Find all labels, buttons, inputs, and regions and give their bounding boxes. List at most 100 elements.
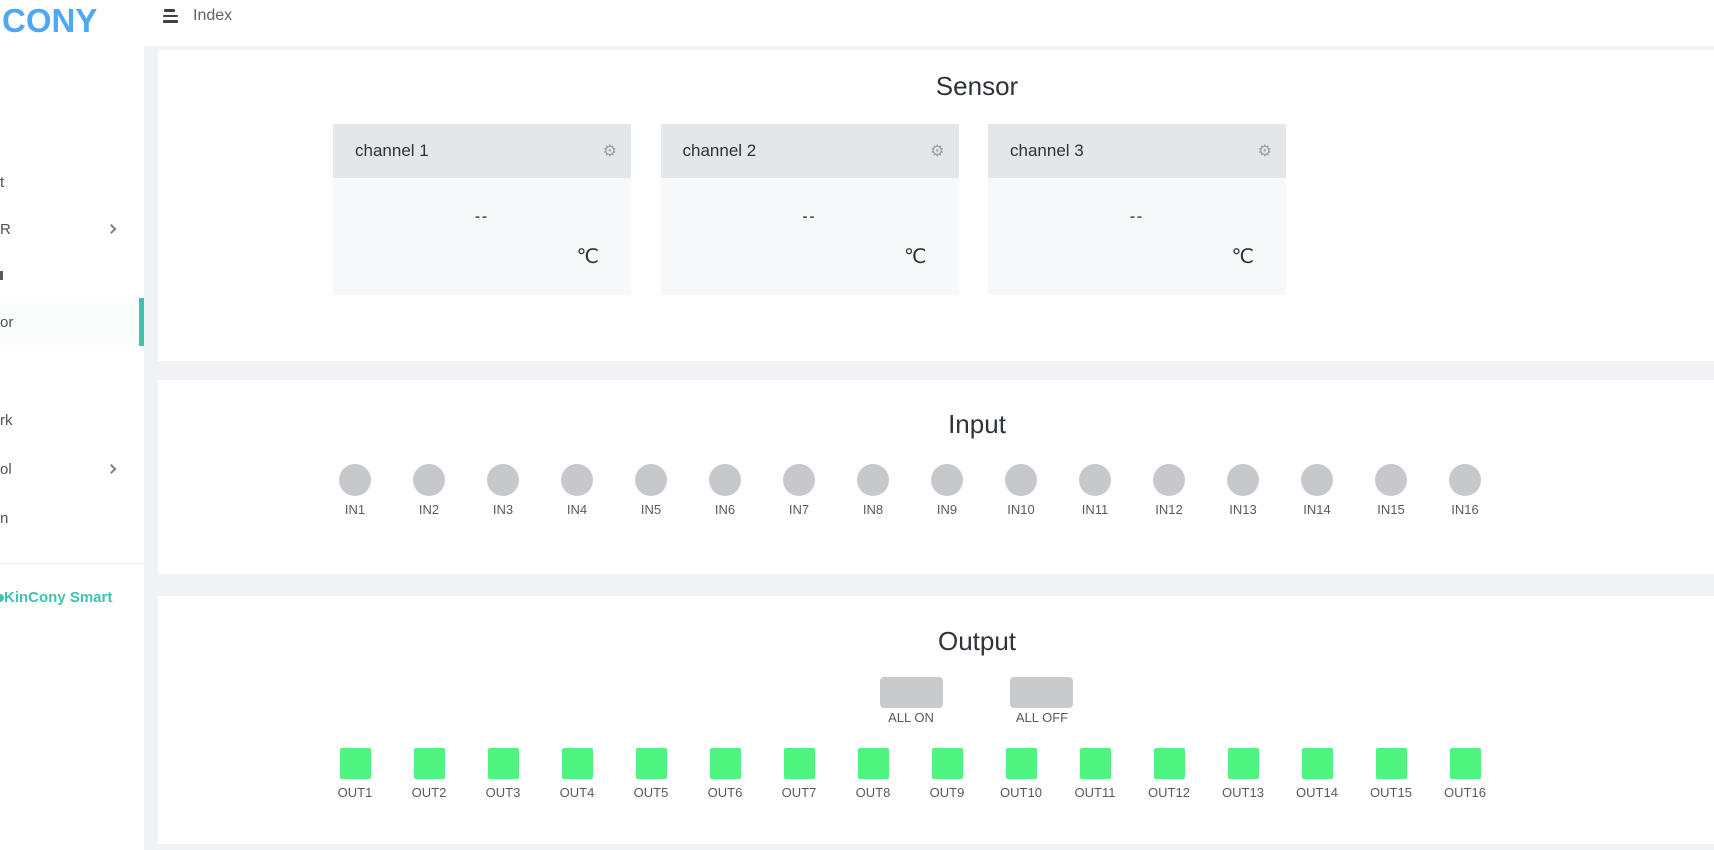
sidebar-footer-link[interactable]: KinCony Smart xyxy=(0,589,113,606)
output-channel-label: OUT9 xyxy=(929,785,965,800)
input-indicator-icon xyxy=(783,464,815,496)
sensor-channel-card: channel 3 ⚙ -- ℃ xyxy=(988,124,1286,295)
sensor-channel-card: channel 1 ⚙ -- ℃ xyxy=(333,124,631,295)
output-channel-label: OUT10 xyxy=(1000,785,1042,800)
sidebar-item[interactable]: rk xyxy=(0,396,144,444)
output-channel: OUT16 xyxy=(1428,748,1502,800)
output-toggle[interactable] xyxy=(561,748,593,779)
kincony-logo: CONY xyxy=(2,2,98,39)
output-channel: OUT11 xyxy=(1058,748,1132,800)
output-channel-label: OUT5 xyxy=(633,785,669,800)
sidebar: CONY t R or rk ol n KinCony Smart xyxy=(0,0,144,850)
input-channel: IN4 xyxy=(540,464,614,517)
input-indicator-icon xyxy=(635,464,667,496)
sensor-card-header: channel 2 ⚙ xyxy=(660,124,959,178)
all-off-button[interactable] xyxy=(1010,677,1073,708)
sidebar-item-label: ol xyxy=(0,460,12,478)
main-content: Sensor channel 1 ⚙ -- ℃ channel 2 ⚙ -- ℃… xyxy=(144,46,1714,850)
sensor-channel-card: channel 2 ⚙ -- ℃ xyxy=(660,124,959,295)
input-channel: IN14 xyxy=(1280,464,1354,517)
hamburger-icon[interactable] xyxy=(163,9,179,24)
output-channel: OUT4 xyxy=(540,748,614,800)
sensor-channel-name: channel 3 xyxy=(1010,141,1084,160)
input-channel-label: IN11 xyxy=(1081,502,1109,517)
sensor-unit: ℃ xyxy=(1231,244,1254,268)
all-on-button[interactable] xyxy=(880,677,943,708)
output-channel-label: OUT11 xyxy=(1074,785,1116,800)
input-channel: IN12 xyxy=(1132,464,1206,517)
input-channel-label: IN16 xyxy=(1451,502,1479,517)
input-channel: IN2 xyxy=(392,464,466,517)
sidebar-item[interactable] xyxy=(0,251,144,299)
gear-icon[interactable]: ⚙ xyxy=(1257,141,1272,160)
sensor-card-body: -- ℃ xyxy=(660,178,959,295)
input-channel-label: IN10 xyxy=(1007,502,1035,517)
sidebar-item-label: R xyxy=(0,220,11,238)
input-channel-label: IN2 xyxy=(418,502,440,517)
chevron-right-icon xyxy=(106,224,117,234)
sidebar-item-label: t xyxy=(0,173,5,191)
footer-link-label: KinCony Smart xyxy=(4,589,113,606)
sidebar-item[interactable]: or xyxy=(0,298,144,346)
output-channel-label: OUT14 xyxy=(1296,785,1338,800)
input-indicator-icon xyxy=(1005,464,1037,496)
output-channel-label: OUT8 xyxy=(855,785,891,800)
input-indicator-icon xyxy=(1449,464,1481,496)
output-toggle[interactable] xyxy=(635,748,667,779)
gear-icon[interactable]: ⚙ xyxy=(602,141,617,160)
input-channel: IN16 xyxy=(1428,464,1502,517)
sidebar-item[interactable]: n xyxy=(0,494,144,542)
output-title: Output xyxy=(937,626,1017,656)
output-panel: Output ALL ON ALL OFF OUT1 OUT2 OUT3 OUT… xyxy=(158,596,1714,844)
output-toggle[interactable] xyxy=(1079,748,1111,779)
output-channel-label: OUT1 xyxy=(337,785,373,800)
sensor-unit: ℃ xyxy=(576,244,599,268)
output-channel: OUT5 xyxy=(614,748,688,800)
all-off-label: ALL OFF xyxy=(1015,710,1069,725)
sensor-title: Sensor xyxy=(935,71,1019,101)
sensor-channel-name: channel 1 xyxy=(355,141,429,160)
output-toggle[interactable] xyxy=(1449,748,1481,779)
all-on-label: ALL ON xyxy=(888,710,934,725)
input-indicator-icon xyxy=(709,464,741,496)
sidebar-item-label xyxy=(0,270,3,280)
sidebar-item[interactable]: ol xyxy=(0,445,144,493)
input-channel: IN1 xyxy=(318,464,392,517)
input-channel-label: IN9 xyxy=(936,502,958,517)
topbar: Index xyxy=(144,0,1714,46)
output-toggle[interactable] xyxy=(1005,748,1037,779)
input-channel: IN7 xyxy=(762,464,836,517)
output-channel-label: OUT7 xyxy=(781,785,817,800)
output-toggle[interactable] xyxy=(1301,748,1333,779)
sensor-card-header: channel 3 ⚙ xyxy=(988,124,1286,178)
output-toggle[interactable] xyxy=(1375,748,1407,779)
output-channel-label: OUT4 xyxy=(559,785,595,800)
input-channel-label: IN12 xyxy=(1155,502,1183,517)
output-toggle[interactable] xyxy=(339,748,371,779)
output-toggle[interactable] xyxy=(487,748,519,779)
input-channel-label: IN6 xyxy=(714,502,736,517)
input-channel: IN6 xyxy=(688,464,762,517)
output-toggle[interactable] xyxy=(709,748,741,779)
sidebar-item-label: or xyxy=(0,313,14,331)
output-toggle[interactable] xyxy=(1227,748,1259,779)
output-toggle[interactable] xyxy=(783,748,815,779)
output-toggle[interactable] xyxy=(1153,748,1185,779)
sidebar-item[interactable]: t xyxy=(0,158,144,206)
sensor-card-body: -- ℃ xyxy=(988,178,1286,295)
sidebar-item[interactable]: R xyxy=(0,205,144,253)
output-channel: OUT13 xyxy=(1206,748,1280,800)
gear-icon[interactable]: ⚙ xyxy=(930,141,945,160)
output-channel: OUT15 xyxy=(1354,748,1428,800)
sensor-value: -- xyxy=(475,208,489,225)
output-channel-label: OUT13 xyxy=(1222,785,1264,800)
output-channel: OUT6 xyxy=(688,748,762,800)
input-channel: IN13 xyxy=(1206,464,1280,517)
input-channel: IN10 xyxy=(984,464,1058,517)
input-indicator-icon xyxy=(561,464,593,496)
output-toggle[interactable] xyxy=(857,748,889,779)
output-toggle[interactable] xyxy=(413,748,445,779)
input-indicator-icon xyxy=(413,464,445,496)
output-toggle[interactable] xyxy=(931,748,963,779)
input-channel-label: IN4 xyxy=(566,502,588,517)
